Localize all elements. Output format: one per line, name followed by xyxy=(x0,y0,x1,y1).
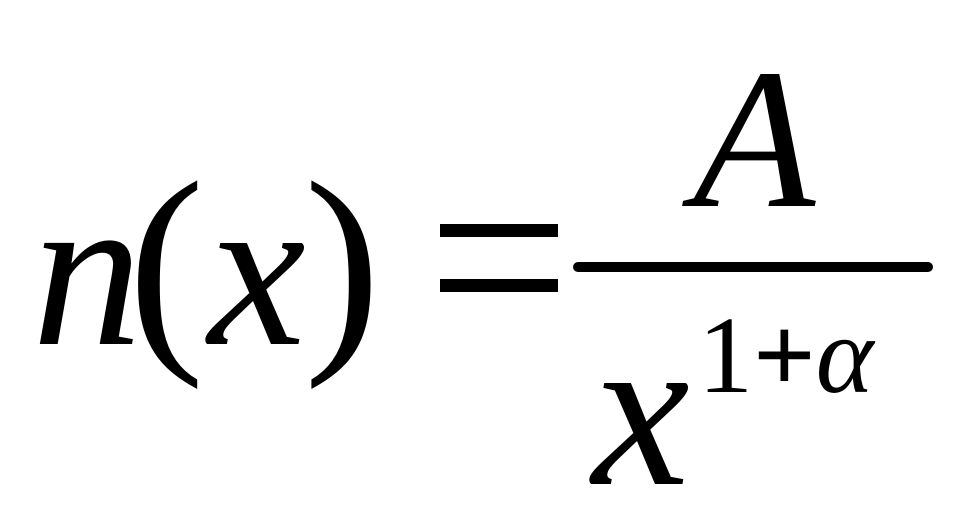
equals-top-bar xyxy=(440,224,558,237)
exponent-alpha: α xyxy=(815,294,874,416)
function-symbol: n xyxy=(32,148,142,392)
close-parenthesis: ) xyxy=(304,135,381,390)
power-law-formula: n ( x ) = A x 1+α xyxy=(32,29,933,532)
denominator-base: x xyxy=(592,288,690,532)
open-parenthesis: ( xyxy=(128,135,205,390)
argument-variable: x xyxy=(208,148,306,392)
exponent-one: 1 xyxy=(698,294,753,416)
exponent-plus: + xyxy=(753,294,816,416)
fraction-bar xyxy=(573,262,933,272)
denominator-exponent: 1+α xyxy=(698,300,873,410)
equals-sign: = xyxy=(440,224,558,292)
numerator: A xyxy=(693,29,816,250)
equals-bottom-bar xyxy=(440,279,558,292)
